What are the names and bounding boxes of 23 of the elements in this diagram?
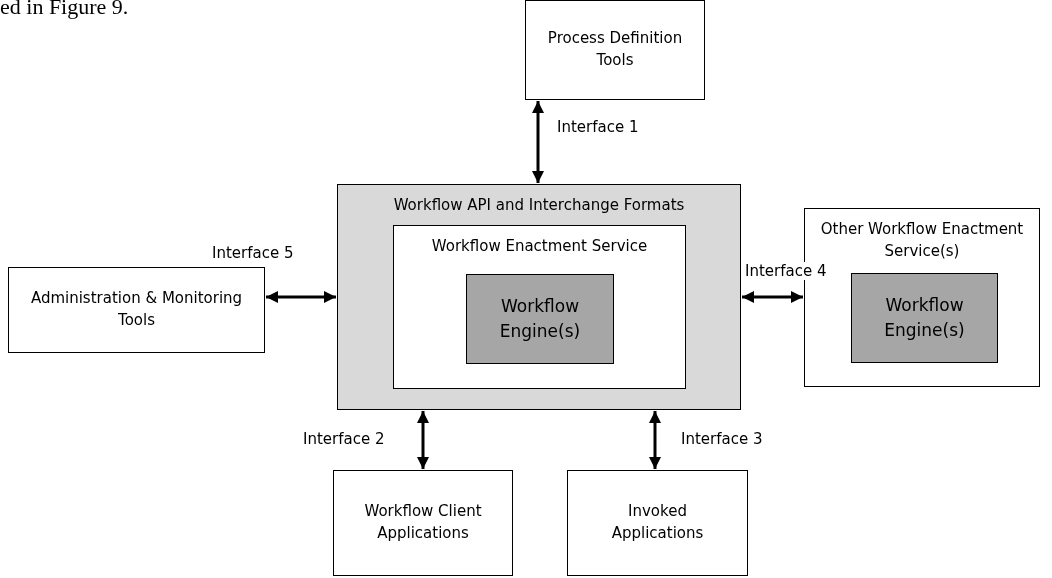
node-label: Administration & Monitoring Tools <box>29 288 244 331</box>
edge-label: Interface 4 <box>745 262 827 280</box>
node-label: Workflow Engine(s) <box>498 295 582 343</box>
process-box <box>333 470 513 576</box>
process-box <box>525 0 705 100</box>
node-label: Other Workflow Enactment Service(s) <box>819 219 1025 262</box>
container-box <box>337 184 741 410</box>
double-arrow <box>742 291 803 303</box>
node-label: Workflow Engine(s) <box>883 294 966 342</box>
node-label: Invoked Applications <box>610 501 705 544</box>
double-arrow <box>266 291 336 303</box>
double-arrow <box>649 411 661 469</box>
process-box <box>567 470 748 576</box>
node-label: Workflow Enactment Service <box>431 236 648 257</box>
engine-box <box>851 273 998 363</box>
node-label: Process Definition Tools <box>546 28 684 71</box>
node-label: Workflow API and Interchange Formats <box>393 195 685 216</box>
double-arrow <box>532 101 544 183</box>
process-box <box>393 225 686 389</box>
double-arrow <box>417 411 429 469</box>
node-label: Workflow Client Applications <box>363 501 483 544</box>
process-box <box>8 267 265 353</box>
engine-box <box>466 274 614 364</box>
